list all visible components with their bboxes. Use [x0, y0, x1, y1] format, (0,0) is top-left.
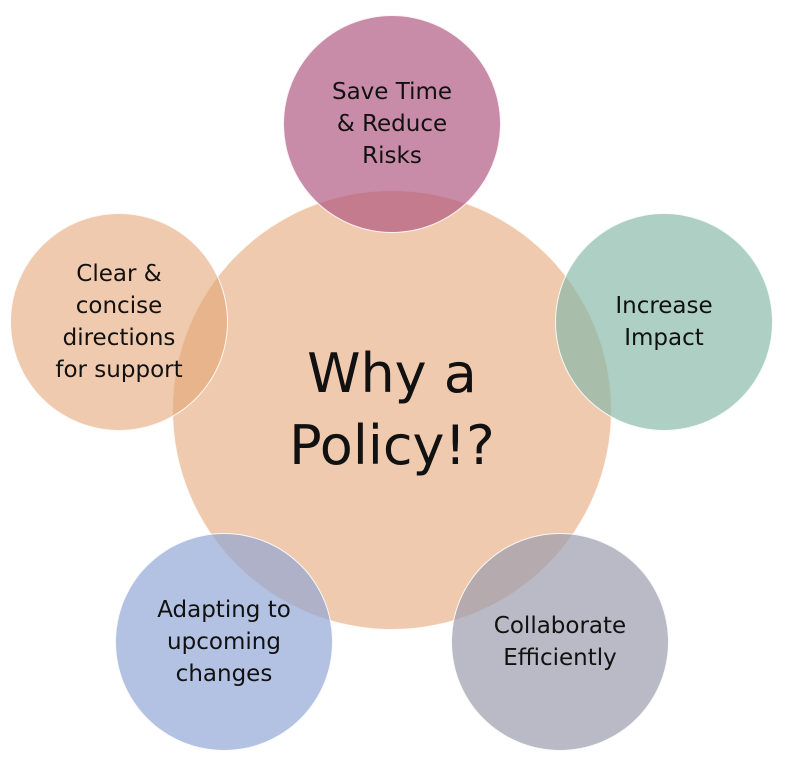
collaborate-circle: [451, 533, 669, 751]
clear-concise-label: Clear & concise directions for support: [55, 261, 183, 383]
adapting-circle: [115, 533, 333, 751]
center-title: Why a Policy!?: [289, 342, 495, 477]
increase-impact-label: Increase Impact: [615, 293, 713, 351]
increase-impact-circle: [555, 213, 773, 431]
clear-concise-circle: [10, 213, 228, 431]
save-time-circle: [283, 15, 501, 233]
collaborate-label: Collaborate Efficiently: [493, 613, 627, 671]
save-time-label: Save Time & Reduce Risks: [331, 79, 453, 169]
adapting-label: Adapting to upcoming changes: [157, 597, 291, 687]
